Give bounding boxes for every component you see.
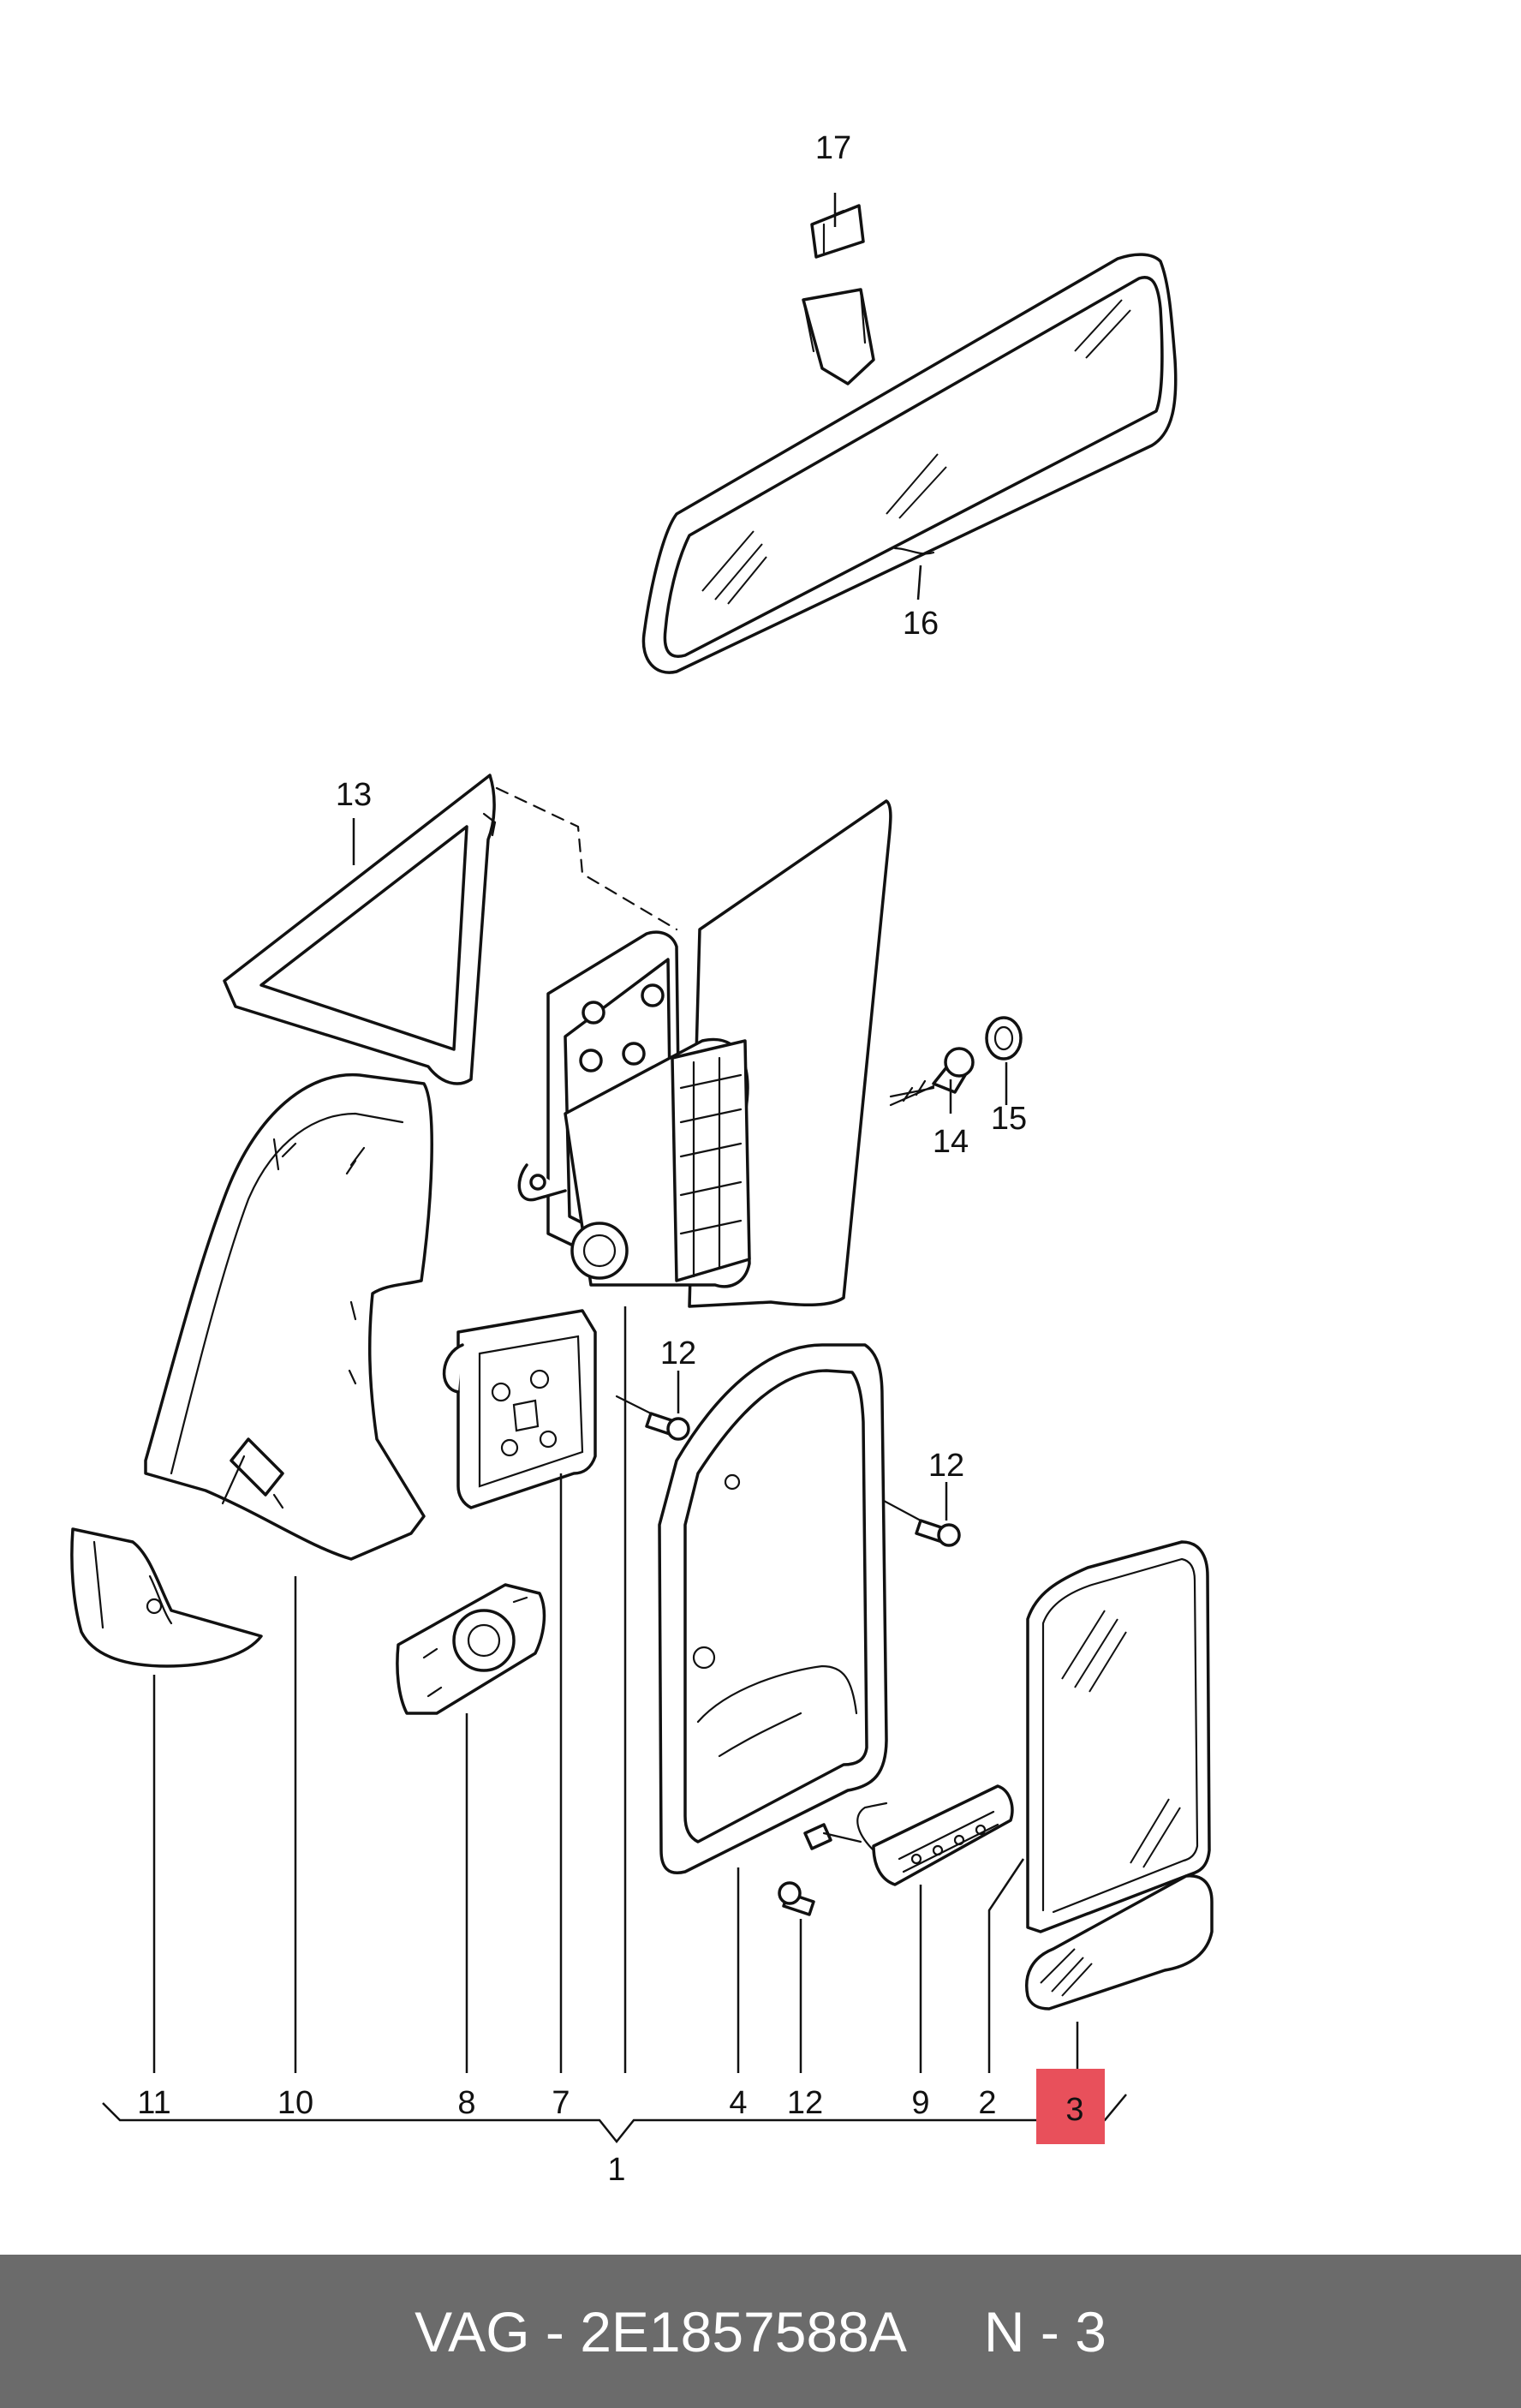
callout-2: 2 <box>978 2085 996 2121</box>
part-12-screw-a <box>615 1395 690 1441</box>
part-17-clip <box>810 204 865 259</box>
callout-3: 3 <box>1065 2092 1083 2128</box>
callout-8: 8 <box>457 2085 475 2121</box>
part-3-lower-glass <box>1025 1874 1214 2011</box>
footer-bar: VAG - 2E1857588A N - 3 <box>0 2255 1521 2408</box>
callout-17: 17 <box>815 130 851 166</box>
part-12-screw-c <box>778 1881 815 1916</box>
part-number-label: VAG - 2E1857588A <box>415 2299 907 2363</box>
callout-14: 14 <box>933 1124 969 1160</box>
callout-4: 4 <box>729 2085 747 2121</box>
callout-12-right: 12 <box>928 1448 964 1484</box>
part-7-mounting-plate <box>443 1309 597 1509</box>
callout-12-upper: 12 <box>660 1335 696 1371</box>
part-11-lower-cap <box>70 1527 263 1668</box>
dashed-connectors <box>495 786 678 931</box>
parts-diagram: 17 16 13 14 15 12 12 11 10 8 7 4 12 9 2 … <box>70 130 1214 2188</box>
callout-7: 7 <box>552 2085 570 2121</box>
callout-9: 9 <box>911 2085 929 2121</box>
callout-1: 1 <box>607 2152 625 2188</box>
part-8-motor <box>396 1583 546 1715</box>
part-14-screw <box>889 1047 975 1107</box>
highlight-box <box>1036 2069 1105 2144</box>
callout-16: 16 <box>903 606 939 642</box>
part-15-washer <box>985 1016 1023 1061</box>
part-16-interior-mirror <box>641 253 1178 674</box>
diagram-canvas: 17 16 13 14 15 12 12 11 10 8 7 4 12 9 2 … <box>70 130 1214 2188</box>
part-4-mirror-frame <box>658 1343 888 1874</box>
callouts: 17 16 13 14 15 12 12 11 10 8 7 4 12 9 2 … <box>137 130 1083 2188</box>
position-label: N - 3 <box>983 2299 1106 2363</box>
callout-10: 10 <box>277 2085 313 2121</box>
callout-11: 11 <box>137 2085 170 2121</box>
part-2-mirror-glass <box>1026 1540 1211 1933</box>
callout-13: 13 <box>336 777 372 813</box>
part-13-triangle-cover <box>223 774 497 1085</box>
part-10-cap-housing <box>144 1073 433 1561</box>
part-9-heating-element <box>803 1784 1014 1886</box>
callout-15: 15 <box>991 1101 1027 1137</box>
callout-12-lower: 12 <box>787 2085 823 2121</box>
part-1-mirror-bracket <box>517 799 935 1308</box>
